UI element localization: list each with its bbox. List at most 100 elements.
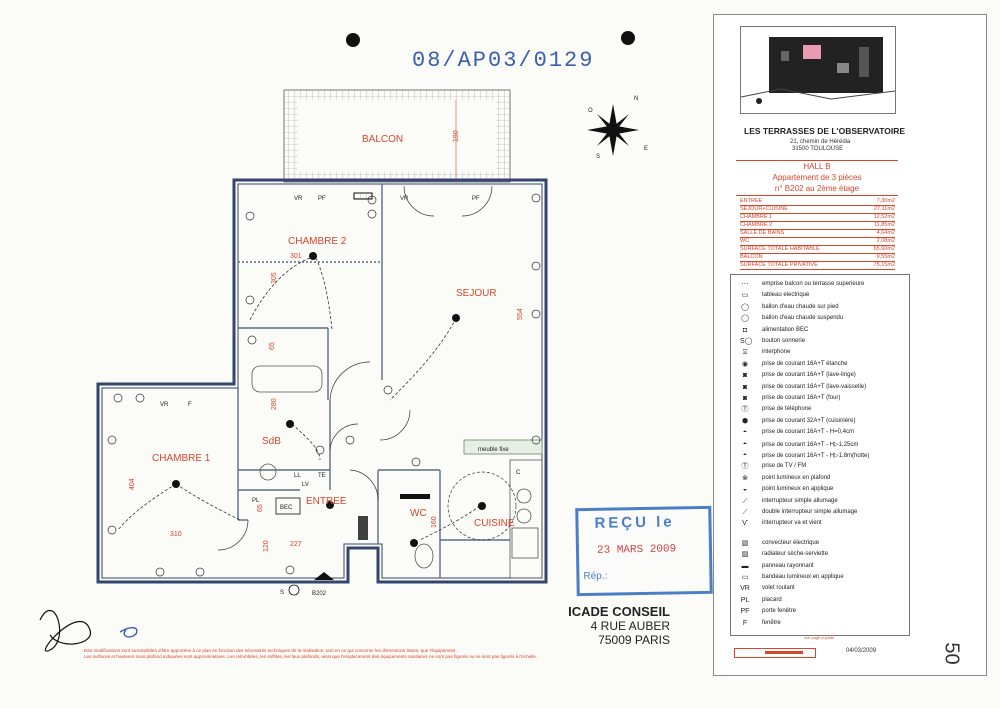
wall-light-icon: ◒ (742, 486, 748, 494)
dotted-line-icon: ⋯ (741, 281, 749, 288)
disclaimer: Des modifications sont susceptibles d'êt… (84, 648, 554, 660)
dim-wc: 160 (431, 516, 438, 528)
surface-label: SEJOUR+CUISINE (740, 206, 788, 212)
surface-value: 11,85m2 (874, 222, 895, 228)
legend-label: emprise balcon ou terrasse superieure (762, 281, 865, 287)
plan-date: 04/03/2009 (846, 648, 877, 654)
page-mark: 50 (940, 642, 963, 665)
water-heater-wall-icon: ◯ (741, 315, 749, 323)
room-cuisine: CUISINE (474, 518, 515, 529)
legend-label: interrupteur simple allumage (762, 497, 838, 504)
tv-socket-icon: Ⓣ (741, 463, 749, 471)
kitchen-sink-icon (511, 527, 539, 559)
apartment-ref: B202 (312, 591, 327, 597)
legend-label: prise de courant 16A+T (lave-linge) (762, 372, 856, 379)
legend-label: prise de courant 16A+T - H=0,4cm (762, 429, 854, 436)
socket-washer-icon: ◙ (742, 372, 748, 380)
initials (119, 627, 138, 638)
legend-label: volet roulant (762, 585, 795, 592)
surface-label: CHAMBRE 1 (740, 214, 773, 220)
label-lv: LV (302, 482, 309, 488)
dim-ch2-w: 301 (290, 253, 302, 260)
legend-label: prise de courant 16A+T étanche (762, 360, 848, 367)
radiant-panel-icon: ▬ (741, 562, 749, 570)
surface-label: SURFACE TOTALE PRIVATIVE (740, 262, 818, 268)
label-vr: VR (400, 196, 409, 202)
label-s: S (280, 590, 284, 596)
label-pl: PL (252, 498, 260, 504)
legend-label: porte fenêtre (762, 608, 797, 615)
title-panel (713, 14, 987, 676)
socket-cooker-icon: ⬢ (741, 417, 749, 425)
legend-label: ballon d'eau chaude sur pied (762, 303, 839, 310)
legend-label: prise de téléphone (762, 406, 812, 413)
scale-bar (734, 648, 816, 658)
bathtub-icon (251, 365, 323, 393)
signature (39, 610, 91, 652)
legend-label: alimentation BEC (762, 326, 809, 333)
interior-walls (237, 184, 543, 579)
doorbell-icon: S◯ (740, 338, 753, 345)
surface-value: 7,30m2 (876, 198, 895, 204)
company-block: ICADE CONSEIL 4 RUE AUBER 75009 PARIS (560, 604, 670, 647)
cooktop-icon (516, 488, 532, 504)
disclaimer-line-1: Des modifications sont susceptibles d'êt… (84, 648, 457, 653)
surface-label: SALLE DE BAINS (740, 230, 785, 236)
dim-ch1-h: 404 (129, 478, 136, 490)
surface-row: SURFACE TOTALE PRIVATIVE 75,15m2 (740, 262, 895, 270)
surface-value: 4,64m2 (876, 230, 895, 236)
intercom-icon: ⍓ (742, 349, 748, 357)
radiator-icon (358, 516, 368, 540)
dim-entree-c: 227 (290, 541, 302, 548)
socket-dishwasher-icon: ◙ (742, 383, 748, 391)
toilet-icon (414, 543, 434, 569)
received-stamp: REÇU le 23 MARS 2009 Rép.: (575, 505, 713, 597)
hall-label: HALL B (803, 162, 831, 171)
punch-hole-icon (621, 31, 635, 45)
meuble-fixe-label: meuble fixe (478, 447, 509, 453)
legend-label: point lumineux en plafond (762, 474, 831, 481)
permit-number: 08/AP03/0129 (412, 48, 594, 73)
compass-n: N (634, 96, 638, 102)
socket-low-icon: ◓ (742, 429, 748, 437)
wall-light-strip-icon: ▭ (741, 574, 749, 581)
legend-label: prise de courant 32A+T (cuisinière) (762, 417, 856, 424)
room-sdb: SdB (262, 436, 281, 447)
dim-sdb-b: 280 (271, 398, 278, 410)
label-ll: LL (294, 473, 301, 479)
compass-o: O (588, 108, 593, 114)
legend-label: tableau electrique (762, 292, 810, 299)
dim-sejour: 554 (517, 308, 524, 320)
legend-label: fenêtre (762, 619, 781, 626)
dim-ch1-w: 310 (170, 531, 182, 538)
surface-label: CHAMBRE 2 (740, 222, 773, 228)
surface-value: 27,11m2 (874, 206, 895, 212)
project-address-2: 31500 TOULOUSE (792, 146, 844, 152)
surface-row: ENTREE 7,30m2 (740, 198, 895, 206)
label-bec: BEC (280, 505, 293, 511)
legend-label: ballon d'eau chaude suspendu (762, 315, 844, 322)
towel-rail-icon (353, 192, 373, 200)
cooktop-icon (516, 508, 532, 524)
surface-value: 75,15m2 (873, 262, 895, 268)
legend-label: bandeau lumineux en applique (762, 574, 844, 580)
apartment-box: HALL B Appartement de 3 pièces n° B202 a… (736, 160, 898, 196)
surface-value: 9,55m2 (876, 254, 895, 260)
room-sejour: SEJOUR (456, 288, 497, 299)
stamp-line-1: REÇU le (594, 513, 675, 532)
legend-label: point lumineux en applique (762, 486, 834, 493)
switch-two-way-icon: Ѵ (742, 520, 748, 528)
dim-entree-b: 120 (263, 540, 270, 552)
project-name: LES TERRASSES DE L'OBSERVATOIRE (744, 126, 906, 136)
project-address-1: 21, chemin de Hérédia (790, 139, 851, 145)
switch-double-icon: ⟋ (742, 509, 748, 516)
surface-label: ENTREE (740, 198, 763, 204)
surface-row: CHAMBRE 2 11,85m2 (740, 222, 895, 230)
label-pf: PF (472, 196, 480, 202)
window-icon: F (742, 619, 748, 627)
socket-icon (107, 193, 541, 577)
legend-label: interphone (762, 349, 791, 356)
